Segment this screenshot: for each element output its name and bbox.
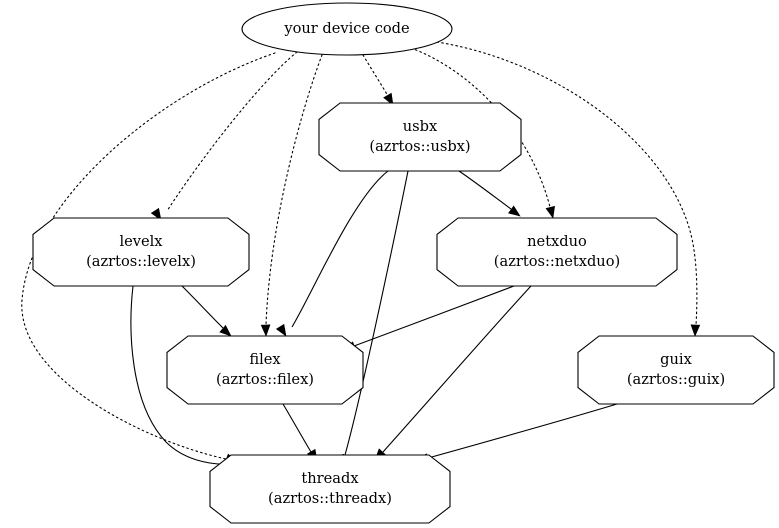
edge-guix-to-threadx: [416, 403, 618, 463]
nodes-layer: your device codeusbx(azrtos::usbx)levelx…: [32, 2, 775, 524]
arrow-head: [383, 92, 394, 106]
node-label-primary: threadx: [301, 470, 359, 487]
edge-line: [166, 51, 298, 212]
node-label-secondary: (azrtos::guix): [627, 371, 725, 388]
node-netxduo[interactable]: netxduo(azrtos::netxduo): [436, 217, 678, 287]
node-label-primary: levelx: [119, 233, 163, 250]
arrow-head: [219, 324, 232, 337]
node-octagon: [32, 217, 250, 287]
node-octagon: [436, 217, 678, 287]
node-levelx[interactable]: levelx(azrtos::levelx): [32, 217, 250, 287]
node-octagon: [577, 335, 775, 405]
node-label-primary: guix: [660, 351, 692, 368]
edge-usbx-to-netxduo: [458, 170, 521, 217]
arrow-head: [150, 207, 162, 221]
edge-line: [410, 47, 551, 208]
edge-levelx-to-filex: [181, 285, 232, 337]
node-threadx[interactable]: threadx(azrtos::threadx): [209, 454, 451, 524]
edge-line: [382, 285, 532, 453]
edge-device-to-levelx: [150, 51, 298, 221]
edge-device-to-usbx: [362, 54, 394, 106]
node-guix[interactable]: guix(azrtos::guix): [577, 335, 775, 405]
edge-line: [265, 54, 323, 326]
edge-line: [353, 285, 515, 347]
edge-line: [282, 403, 312, 453]
arrow-head: [260, 324, 271, 337]
node-octagon: [318, 102, 522, 172]
edge-line: [21, 52, 276, 460]
arrow-head: [275, 323, 287, 337]
edge-usbx-to-filex: [275, 170, 389, 337]
edge-line: [181, 285, 224, 329]
node-label-primary: netxduo: [527, 233, 587, 250]
node-label-secondary: (azrtos::filex): [216, 371, 314, 388]
arrow-head: [690, 324, 701, 337]
arrow-head: [545, 205, 555, 219]
edge-line: [458, 170, 512, 210]
edge-device-to-guix: [436, 41, 701, 337]
node-octagon: [209, 454, 451, 524]
node-label-secondary: (azrtos::netxduo): [494, 253, 620, 270]
node-label-secondary: (azrtos::levelx): [86, 253, 196, 270]
edge-netxduo-to-threadx: [374, 285, 532, 461]
node-label-secondary: (azrtos::usbx): [369, 138, 470, 155]
node-octagon: [166, 335, 364, 405]
node-usbx[interactable]: usbx(azrtos::usbx): [318, 102, 522, 172]
edge-device-to-netxduo: [410, 47, 555, 219]
node-device[interactable]: your device code: [241, 2, 453, 56]
edge-line: [291, 170, 389, 328]
node-label-secondary: (azrtos::threadx): [268, 490, 392, 507]
arrow-head: [508, 205, 521, 217]
edge-netxduo-to-filex: [343, 285, 515, 351]
node-filex[interactable]: filex(azrtos::filex): [166, 335, 364, 405]
node-label-primary: your device code: [283, 20, 409, 37]
edge-usbx-to-threadx: [334, 170, 409, 467]
edge-line: [362, 54, 389, 97]
edge-line: [130, 285, 230, 465]
edge-device-to-filex: [260, 54, 323, 337]
node-label-primary: usbx: [403, 118, 438, 135]
edge-line: [344, 170, 409, 456]
edge-filex-to-threadx: [282, 403, 318, 462]
node-label-primary: filex: [249, 351, 281, 368]
node-ellipse: [241, 2, 453, 56]
edge-line: [427, 403, 618, 459]
